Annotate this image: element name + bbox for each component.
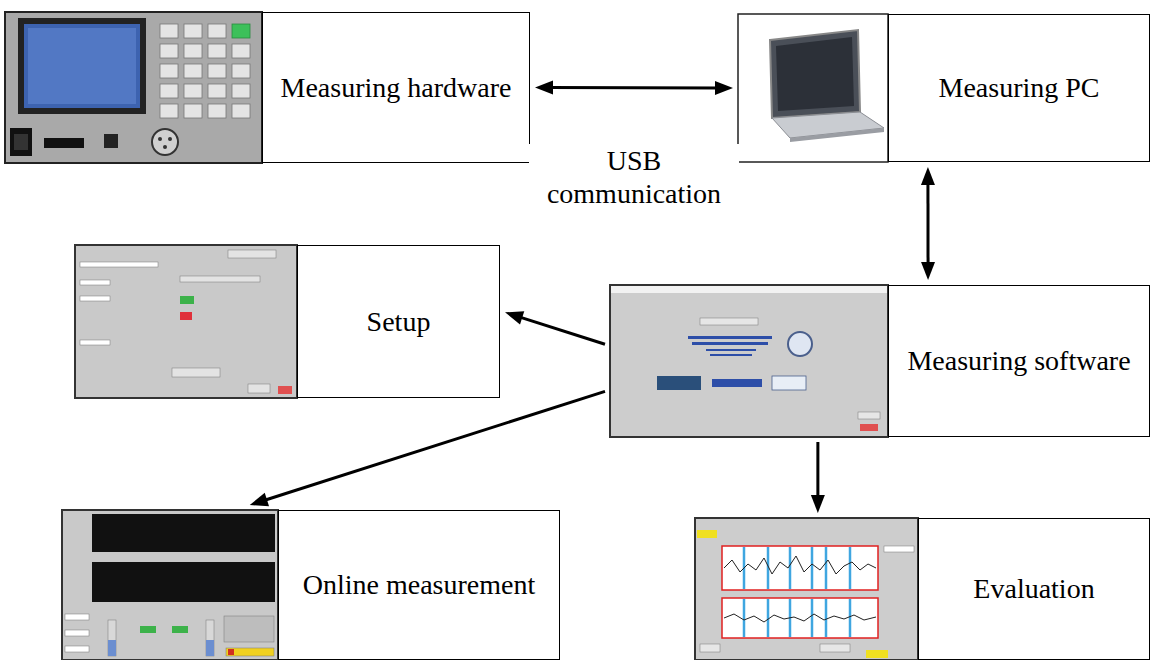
arrow-head [535,81,553,95]
box-label: Online measurement [303,568,535,602]
arrow-head [505,311,524,324]
online-screenshot [62,510,278,660]
label-box: Measuring software [888,285,1150,437]
box-label: Evaluation [973,572,1094,606]
arrow-head [921,262,935,280]
label-box: Measuring hardware [262,12,530,163]
connector-line [816,442,819,499]
process-box: Evaluation [695,518,1150,660]
arrow-head [250,493,269,506]
arrow-head [811,495,825,513]
arrow-connector [535,81,733,95]
label-box: Measuring PC [888,14,1150,162]
device-picture [5,12,262,163]
evaluation-screenshot [695,518,918,660]
connector-line [518,317,605,345]
arrow-connector [505,311,605,344]
box-label: Measuring software [907,344,1130,378]
process-box: Setup [75,245,500,398]
process-box: Online measurement [62,510,560,660]
arrow-connector [250,391,605,506]
arrow-head [921,167,935,185]
box-label: Measuring PC [939,71,1100,105]
connector-line [549,86,719,89]
process-box: Measuring hardware [5,12,530,163]
process-box: Measuring PC [738,14,1150,162]
arrow-connector [811,442,825,513]
arrow-head [715,81,733,95]
box-label: Setup [367,305,431,339]
connector-line [926,181,929,266]
setup-screenshot [75,245,297,398]
box-label: Measuring hardware [281,71,512,105]
label-box: Evaluation [918,518,1150,660]
process-box: Measuring software [610,285,1150,437]
edge-label: USB communication [529,144,739,211]
label-box: Setup [297,245,500,398]
arrow-connector [921,167,935,280]
laptop-picture [738,14,888,162]
connector-line [263,391,605,500]
label-box: Online measurement [278,510,560,660]
software-screenshot [610,285,888,437]
